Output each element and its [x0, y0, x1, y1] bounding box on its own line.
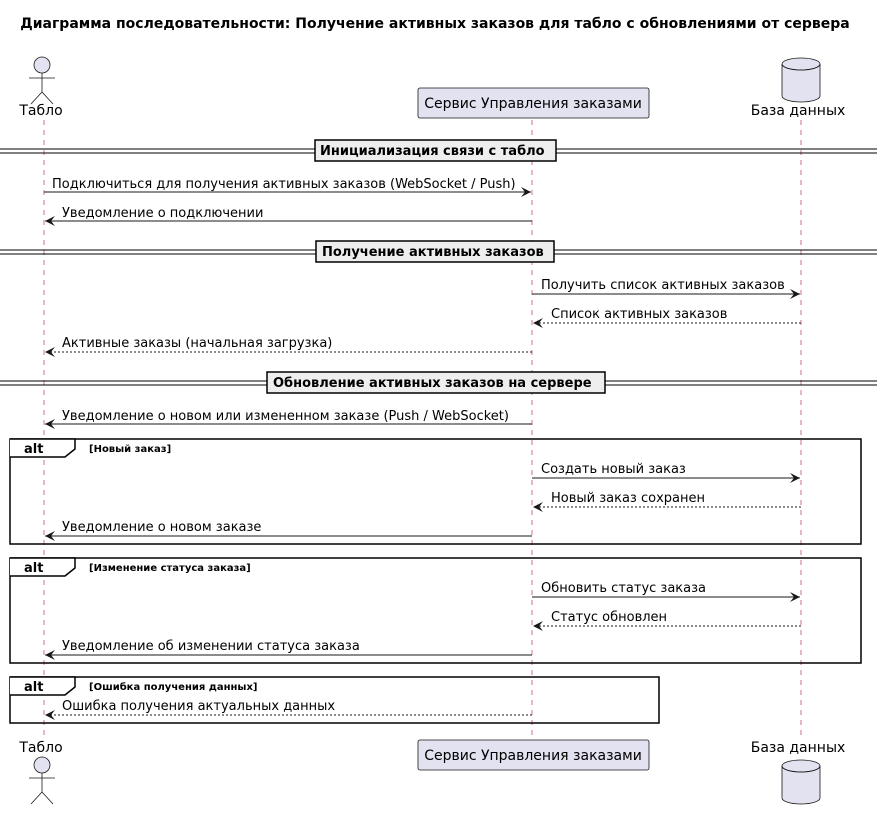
alt-fragment-new-order: alt [Новый заказ] — [9, 438, 862, 545]
message-get-list: Получить список активных заказов — [532, 278, 800, 299]
alt-keyword: alt — [24, 680, 43, 695]
actor-tablo-top: Табло — [18, 56, 63, 119]
database-icon — [781, 57, 821, 103]
section-label-fetch: Получение активных заказов — [322, 245, 544, 260]
actor-icon — [29, 756, 55, 805]
participant-label-tablo: Табло — [18, 103, 62, 119]
participant-label-service: Сервис Управления заказами — [424, 748, 642, 764]
message-label: Создать новый заказ — [541, 462, 686, 477]
message-new-order-notify: Уведомление о новом заказе — [45, 520, 532, 541]
alt-keyword: alt — [24, 561, 43, 576]
message-label: Обновить статус заказа — [541, 581, 706, 596]
section-divider-fetch: Получение активных заказов — [0, 240, 877, 263]
message-label: Список активных заказов — [551, 307, 727, 322]
alt-guard: [Ошибка получения данных] — [89, 681, 258, 693]
message-connect: Подключиться для получения активных зака… — [44, 177, 531, 197]
participant-service-bottom: Сервис Управления заказами — [417, 739, 650, 771]
diagram-title: Диаграмма последовательности: Получение … — [20, 16, 849, 32]
message-label: Новый заказ сохранен — [551, 491, 705, 506]
message-label: Уведомление о новом или измененном заказ… — [62, 409, 509, 424]
message-update-status: Обновить статус заказа — [532, 581, 800, 602]
alt-fragment-status-change: alt [Изменение статуса заказа] — [9, 557, 862, 664]
message-connection-ack: Уведомление о подключении — [45, 206, 532, 226]
actor-tablo-bottom: Табло — [18, 740, 63, 805]
database-icon — [781, 759, 821, 805]
participant-db-top: База данных — [751, 57, 846, 119]
participant-label-db: База данных — [751, 103, 846, 119]
participant-label-service: Сервис Управления заказами — [424, 96, 642, 112]
message-status-change-notify: Уведомление об изменении статуса заказа — [45, 639, 532, 660]
message-status-updated: Статус обновлен — [533, 610, 801, 631]
section-label-init: Инициализация связи с табло — [320, 144, 545, 159]
message-label: Активные заказы (начальная загрузка) — [62, 336, 332, 351]
message-update-notify: Уведомление о новом или измененном заказ… — [45, 409, 532, 429]
message-label: Уведомление о новом заказе — [62, 520, 261, 535]
message-label: Подключиться для получения активных зака… — [52, 177, 516, 192]
section-label-update: Обновление активных заказов на сервере — [273, 376, 592, 391]
message-label: Уведомление о подключении — [62, 206, 263, 221]
message-initial-load: Активные заказы (начальная загрузка) — [45, 336, 532, 357]
alt-guard: [Изменение статуса заказа] — [89, 563, 251, 574]
alt-guard: [Новый заказ] — [89, 444, 171, 455]
message-label: Статус обновлен — [551, 610, 667, 625]
participant-db-bottom: База данных — [751, 740, 846, 805]
section-divider-init: Инициализация связи с табло — [0, 139, 877, 162]
message-list-return: Список активных заказов — [533, 307, 801, 328]
participant-label-tablo: Табло — [18, 740, 62, 756]
message-create-order: Создать новый заказ — [532, 462, 800, 483]
participant-label-db: База данных — [751, 740, 846, 756]
message-error: Ошибка получения актуальных данных — [45, 699, 532, 720]
message-order-saved: Новый заказ сохранен — [533, 491, 801, 512]
message-label: Уведомление об изменении статуса заказа — [62, 639, 360, 654]
actor-icon — [29, 56, 55, 105]
alt-keyword: alt — [24, 442, 43, 457]
message-label: Ошибка получения актуальных данных — [62, 699, 335, 714]
message-label: Получить список активных заказов — [541, 278, 785, 293]
participant-service-top: Сервис Управления заказами — [417, 87, 650, 119]
alt-fragment-error: alt [Ошибка получения данных] — [9, 676, 660, 724]
section-divider-update: Обновление активных заказов на сервере — [0, 371, 877, 394]
